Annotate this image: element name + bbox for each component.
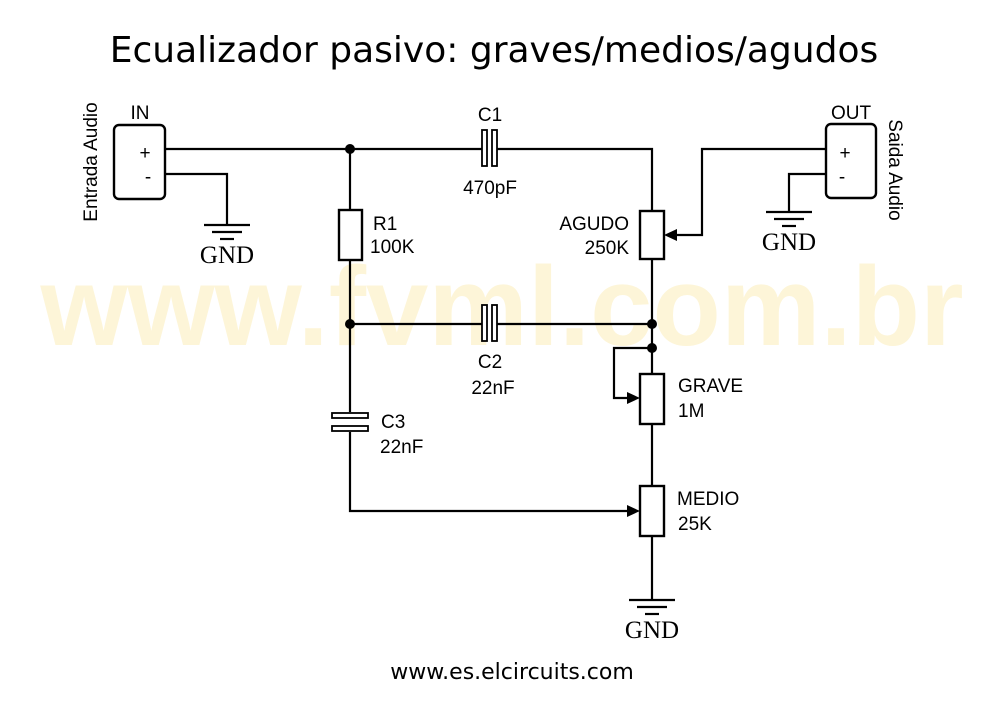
capacitor-plate [481, 129, 488, 167]
wire-in-gnd [165, 172, 229, 225]
page-title: Ecualizador pasivo: graves/medios/agudos [110, 30, 878, 71]
potentiometer-body [638, 484, 666, 538]
ground-symbol-main: GND [625, 598, 679, 644]
output-minus-label: - [839, 167, 845, 188]
junction-dot [647, 343, 657, 353]
resistor-body [337, 208, 364, 262]
capacitor-plate [331, 425, 369, 432]
potentiometer-body [638, 372, 666, 426]
wire-agudo-out [676, 147, 826, 237]
c3-ref: C3 [381, 412, 405, 433]
wire-out-gnd [787, 172, 826, 212]
ground-symbol-output: GND [762, 210, 816, 256]
output-connector-label: OUT [831, 103, 872, 124]
r1-value: 100K [370, 237, 415, 258]
potentiometer-agudo: AGUDO 250K [559, 209, 677, 261]
wiper-arrow-icon [627, 392, 640, 404]
capacitor-plate [331, 412, 369, 419]
grave-value: 1M [678, 401, 704, 422]
gnd-label: GND [762, 229, 816, 256]
r1-ref: R1 [373, 214, 397, 235]
medio-ref: MEDIO [677, 489, 739, 510]
agudo-ref: AGUDO [559, 214, 629, 235]
input-connector-body [112, 123, 167, 201]
wiper-arrow-icon [627, 505, 640, 517]
junction-dot [647, 319, 657, 329]
output-side-label: Saida Audio [884, 119, 905, 220]
junction-dot [345, 319, 355, 329]
resistor-r1: R1 100K [337, 208, 415, 262]
input-connector-label: IN [131, 103, 150, 124]
capacitor-c3: C3 22nF [331, 412, 423, 458]
medio-value: 25K [678, 514, 712, 535]
output-connector-body [824, 122, 878, 200]
gnd-label: GND [200, 242, 254, 269]
junctions [345, 144, 657, 353]
footer-url: www.es.elcircuits.com [390, 660, 634, 685]
c1-ref: C1 [478, 105, 502, 126]
output-connector: OUT + - Saida Audio [824, 103, 905, 221]
capacitor-c2: C2 22nF [471, 304, 515, 399]
input-minus-label: - [145, 167, 151, 188]
c3-value: 22nF [380, 437, 423, 458]
capacitor-plate [491, 304, 498, 342]
input-connector: IN + - Entrada Audio [81, 102, 167, 222]
input-plus-label: + [139, 143, 150, 164]
agudo-value: 250K [585, 238, 630, 259]
wire-c3-medio [348, 432, 628, 513]
capacitor-plate [491, 129, 498, 167]
watermark-text: www.fvml.com.br [39, 244, 963, 369]
input-side-label: Entrada Audio [81, 102, 102, 221]
output-plus-label: + [839, 143, 850, 164]
potentiometer-grave: GRAVE 1M [627, 372, 743, 426]
grave-ref: GRAVE [678, 376, 743, 397]
c2-value: 22nF [471, 378, 514, 399]
wires [165, 147, 826, 600]
c1-value: 470pF [463, 178, 517, 199]
wire-c1-to-agudo [497, 147, 654, 212]
wiper-arrow-icon [664, 229, 677, 241]
junction-dot [345, 144, 355, 154]
capacitor-plate [481, 304, 488, 342]
ground-symbol-input: GND [200, 223, 254, 269]
potentiometer-medio: MEDIO 25K [627, 484, 739, 538]
capacitor-c1: C1 470pF [463, 105, 517, 199]
gnd-label: GND [625, 617, 679, 644]
wire-grave-wiper [612, 346, 652, 400]
potentiometer-body [638, 209, 666, 261]
c2-ref: C2 [478, 352, 502, 373]
